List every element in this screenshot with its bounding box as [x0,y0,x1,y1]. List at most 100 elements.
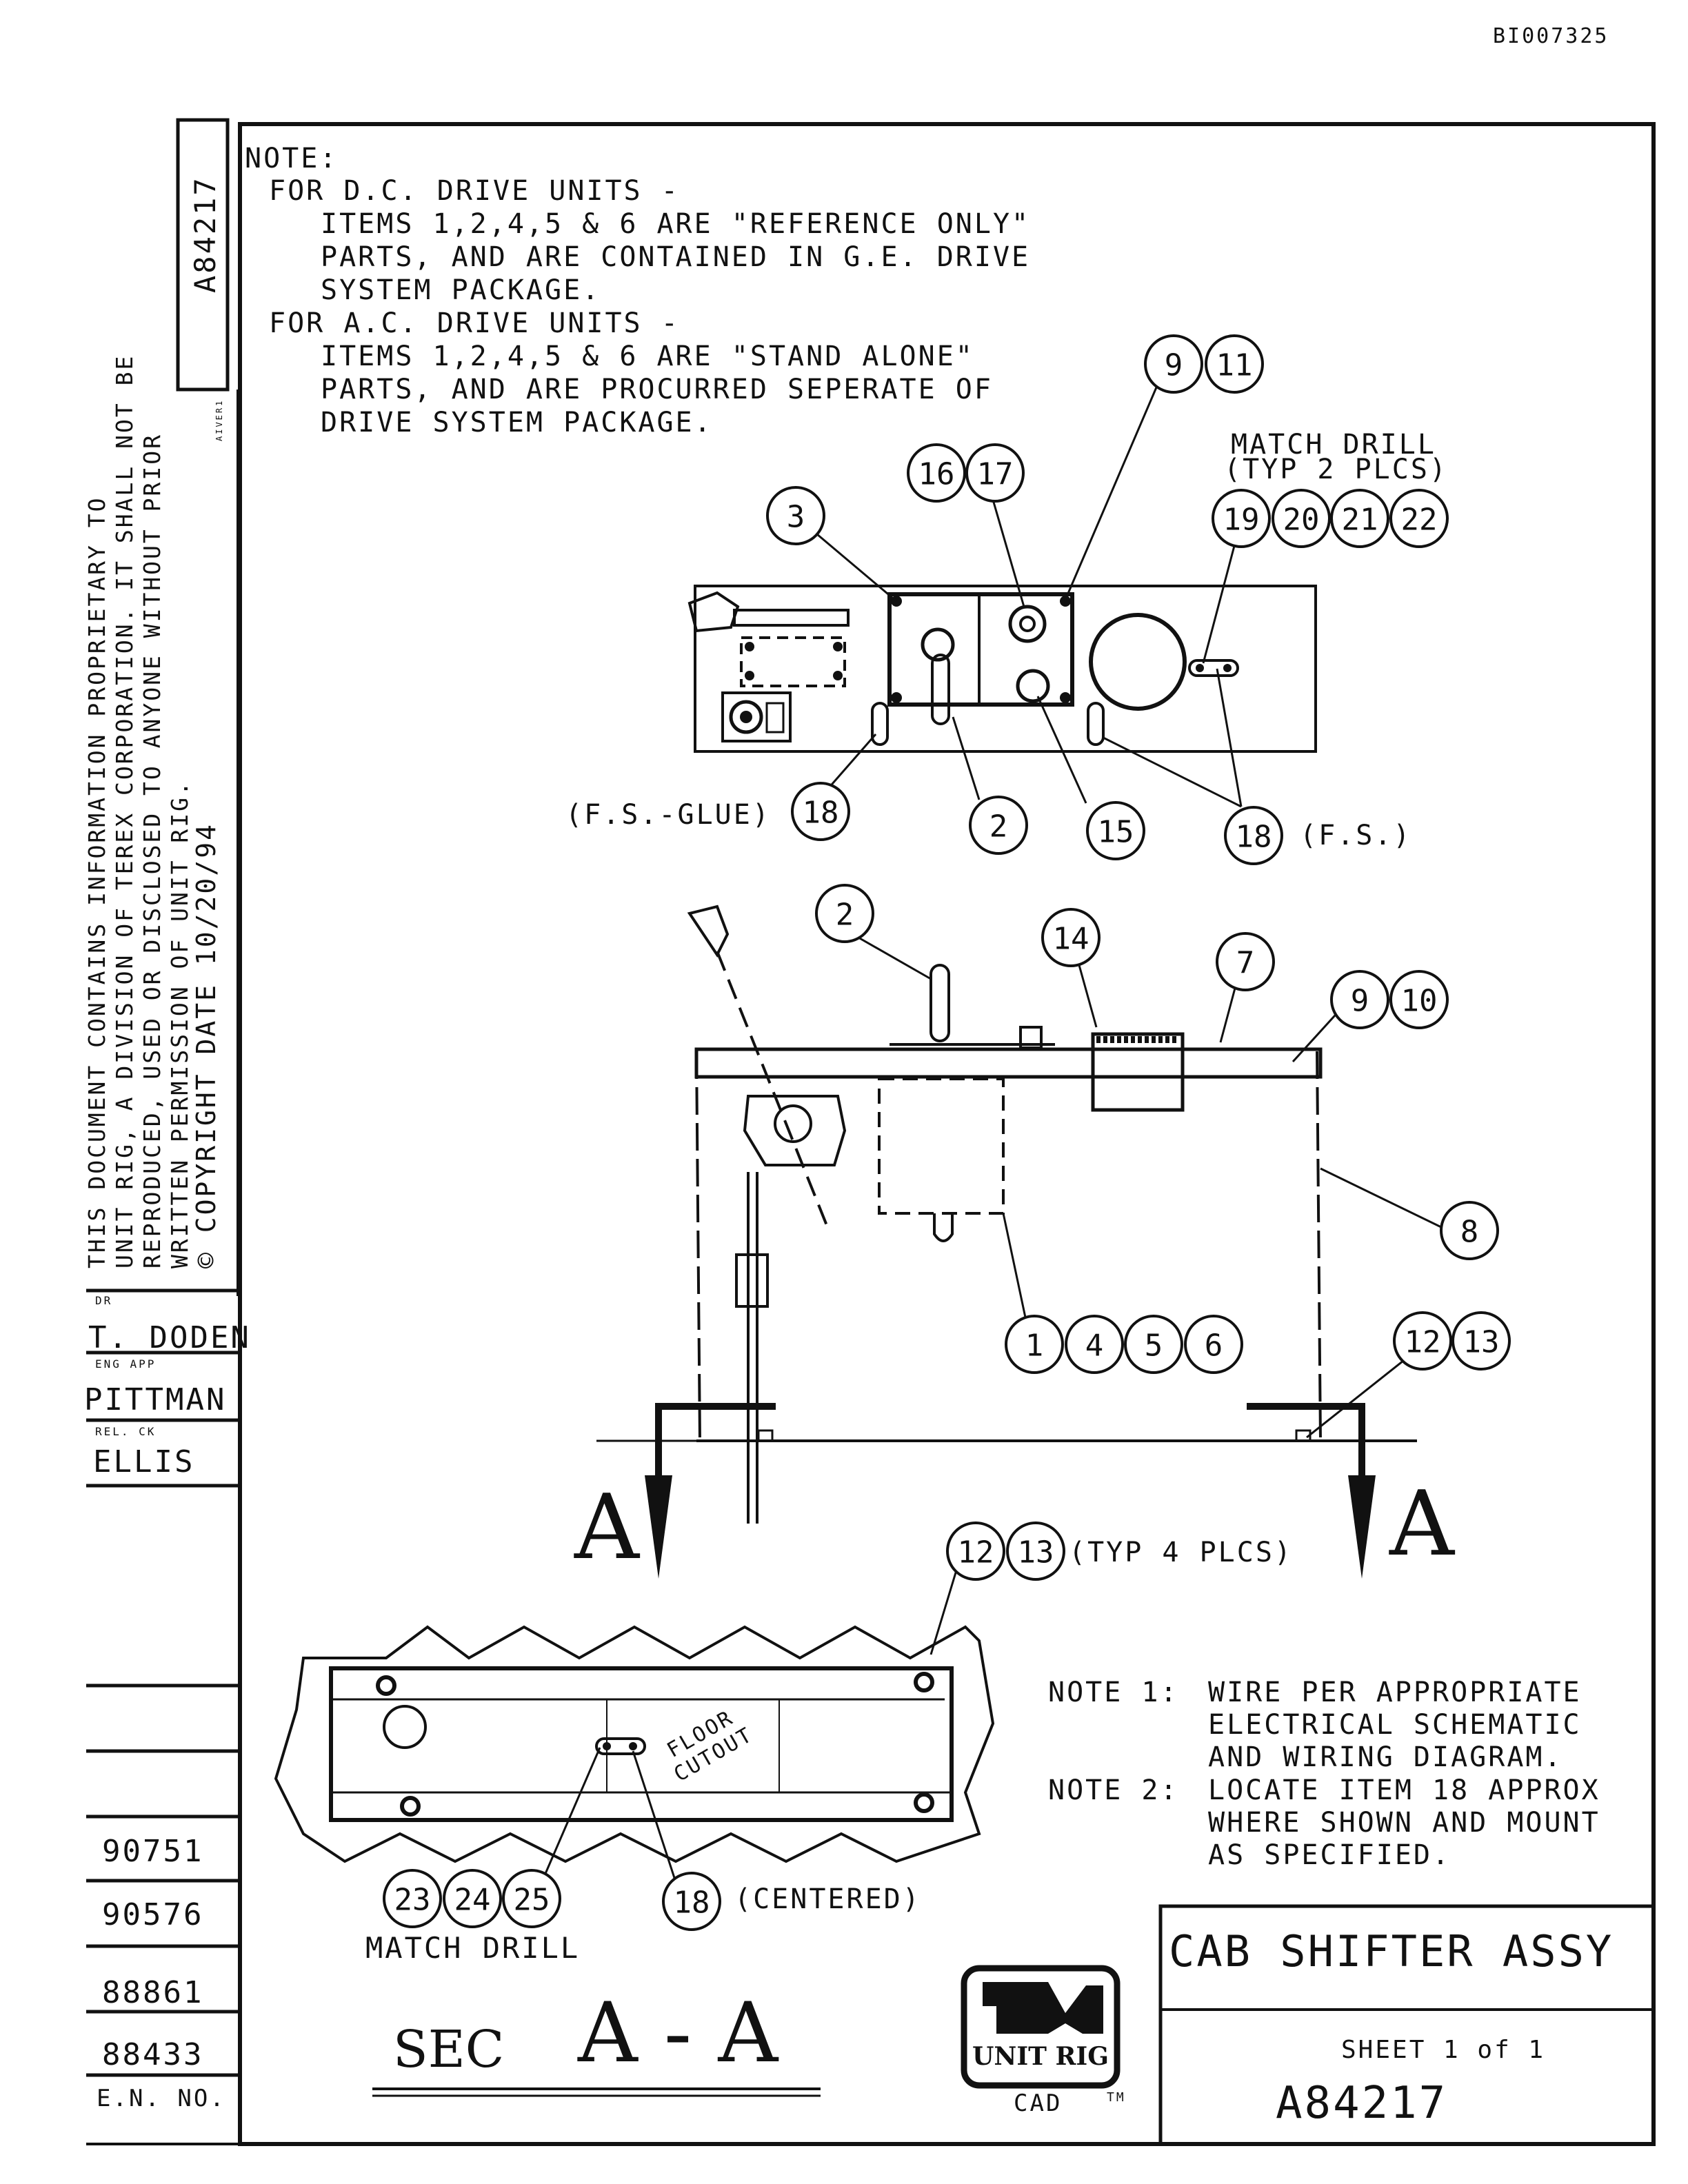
callout-balloon-4: 4 [1065,1315,1124,1374]
callout-balloon-11: 11 [1205,334,1264,394]
balloon-number: 9 [1351,984,1369,1019]
callout-balloon-13: 13 [1006,1521,1065,1581]
proprietary-line-2: UNIT RIG, A DIVISION OF TEREX CORPORATIO… [111,354,138,1268]
note-2-line-1: LOCATE ITEM 18 APPROX [1208,1775,1600,1806]
balloon-number: 12 [1405,1325,1441,1360]
note-line-6: ITEMS 1,2,4,5 & 6 ARE "STAND ALONE" [321,341,974,372]
note-1-line-1: WIRE PER APPROPRIATE [1208,1677,1582,1708]
typ-4-plcs-label: (TYP 4 PLCS) [1069,1537,1293,1568]
balloon-number: 24 [454,1883,491,1918]
balloon-number: 19 [1223,503,1260,538]
balloon-circle [1041,908,1101,967]
balloon-circle [1124,1315,1183,1374]
match-drill-label-bottom: MATCH DRILL [365,1931,580,1965]
callout-balloon-25: 25 [502,1869,561,1928]
document-id: BI007325 [1493,24,1609,48]
balloon-circle [1144,334,1203,394]
balloon-circle [946,1521,1005,1581]
note-line-4: SYSTEM PACKAGE. [321,274,601,306]
drawing-title: CAB SHIFTER ASSY [1169,1926,1614,1976]
dr-label: DR [95,1294,112,1307]
balloon-circle [1205,334,1264,394]
balloon-circle [1330,970,1389,1029]
balloon-number: 22 [1401,503,1438,538]
note-2-line-3: AS SPECIFIED. [1208,1839,1451,1871]
balloon-circle [662,1872,721,1931]
en-number-4: 88433 [102,2037,203,2072]
balloon-number: 5 [1145,1328,1163,1364]
callout-balloon-18: 18 [1224,806,1283,865]
note-line-8: DRIVE SYSTEM PACKAGE. [321,407,713,438]
balloon-number: 2 [836,898,854,933]
balloon-circle [1065,1315,1124,1374]
note-1-line-2: ELECTRICAL SCHEMATIC [1208,1709,1582,1741]
note-line-7: PARTS, AND ARE PROCURRED SEPERATE OF [321,374,993,405]
callout-balloon-3: 3 [766,486,825,545]
drawing-border [238,122,1656,2146]
dr-name: T. DODEN [88,1320,251,1355]
balloon-circle [1330,489,1389,548]
en-number-3: 88861 [102,1975,203,2010]
en-number-2: 90576 [102,1897,203,1932]
balloon-circle [1086,801,1145,860]
balloon-number: 18 [1236,820,1272,855]
section-leaders [543,1747,677,1883]
eng-app-name: PITTMAN [84,1382,226,1417]
balloon-circle [1212,489,1271,548]
note-heading: NOTE: [245,143,338,174]
balloon-circle [1440,1201,1499,1260]
section-a-a: FLOOR CUTOUT [274,1625,995,1863]
callout-balloon-19: 19 [1212,489,1271,548]
sec-title-aa: A - A [577,1985,778,2081]
balloon-circle [1389,970,1449,1029]
balloon-circle [1005,1315,1064,1374]
rel-ck-name: ELLIS [93,1444,194,1479]
balloon-circle [1224,806,1283,865]
callout-balloon-12: 12 [1393,1311,1452,1371]
rel-ck-label: REL. CK [95,1425,156,1438]
callout-balloon-1: 1 [1005,1315,1064,1374]
title-block: CAB SHIFTER ASSY SHEET 1 of 1 A84217 UNI… [961,1904,1656,2146]
cad-label: CAD [1014,2090,1062,2117]
top-view-leaders [816,387,1243,808]
balloon-number: 9 [1165,348,1183,383]
note-2-label: NOTE 2: [1048,1775,1179,1806]
balloon-circle [1272,489,1331,548]
callout-balloon-16: 16 [907,443,966,503]
balloon-circle [1451,1311,1511,1371]
copyright-date: © COPYRIGHT DATE 10/20/94 [191,822,221,1268]
callout-balloon-2: 2 [815,884,874,943]
callout-balloon-18: 18 [662,1872,721,1931]
balloon-circle [766,486,825,545]
balloon-number: 18 [803,796,839,831]
sec-title-prefix: SEC [393,2020,504,2079]
note-2-line-2: WHERE SHOWN AND MOUNT [1208,1807,1600,1839]
balloon-number: 25 [514,1883,550,1918]
logo-mark-icon [983,1982,1103,2034]
balloon-number: 10 [1401,984,1438,1019]
balloon-circle [791,782,850,841]
balloon-circle [383,1869,442,1928]
side-view-leaders [858,936,1442,1655]
typ-2-plcs-label: (TYP 2 PLCS) [1224,454,1448,485]
balloon-number: 13 [1463,1325,1500,1360]
callout-balloon-12: 12 [946,1521,1005,1581]
balloon-circle [1184,1315,1243,1374]
balloon-number: 7 [1236,946,1255,981]
callout-balloon-21: 21 [1330,489,1389,548]
balloon-number: 6 [1205,1328,1223,1364]
balloon-number: 23 [394,1883,431,1918]
balloon-circle [1006,1521,1065,1581]
side-view [596,904,1417,1579]
proprietary-line-3: REPRODUCED, USED OR DISCLOSED TO ANYONE … [139,433,165,1268]
callout-balloon-6: 6 [1184,1315,1243,1374]
callout-balloon-5: 5 [1124,1315,1183,1374]
en-no-label: E.N. NO. [97,2085,226,2112]
fs-glue-label: (F.S.-GLUE) [565,799,771,831]
balloon-number: 17 [977,457,1014,492]
callout-balloon-9: 9 [1144,334,1203,394]
proprietary-notice: THIS DOCUMENT CONTAINS INFORMATION PROPR… [83,354,221,1268]
note-1-label: NOTE 1: [1048,1677,1179,1708]
